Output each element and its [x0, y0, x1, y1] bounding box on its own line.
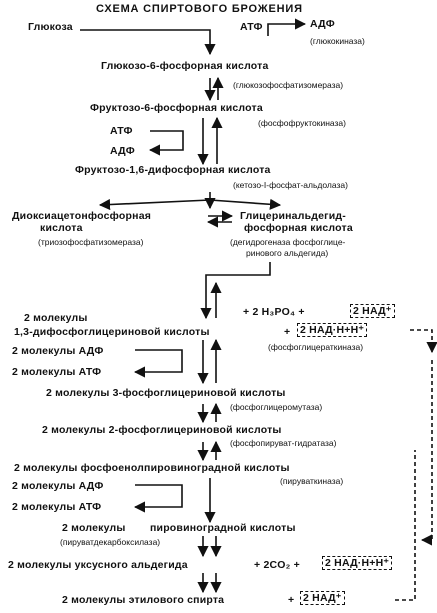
- pyruvate-pre: 2 молекулы: [62, 522, 126, 534]
- co2-plus: + 2CO₂ +: [254, 559, 300, 571]
- ethanol-label: 2 молекулы этилового спирта: [62, 594, 225, 606]
- adp-label-2: АДФ: [110, 145, 135, 157]
- nadh-recycle-dashed: [410, 329, 433, 345]
- glucokinase-enzyme: (глюкокиназа): [310, 36, 365, 46]
- pep-label: 2 молекулы фосфоенолпировиноградной кисл…: [14, 462, 290, 474]
- enolase-enzyme: (фосфопируват-гидратаза): [230, 438, 337, 448]
- phosphate-plus: + 2 H₃PO₄ +: [243, 306, 305, 318]
- pyruvate-label: пировиноградной кислоты: [150, 522, 296, 534]
- g6p-isomerase-enzyme: (глюкозофосфатизомераза): [233, 80, 344, 90]
- adp-label-4: 2 молекулы АДФ: [12, 345, 104, 357]
- 2pg-label: 2 молекулы 2-фосфоглицериновой кислоты: [42, 424, 282, 436]
- dhap-label-2: кислота: [40, 222, 83, 234]
- atp-to-adp-line: [267, 24, 305, 36]
- atp-label-top: АТФ: [240, 21, 263, 33]
- glucose-label: Глюкоза: [28, 21, 73, 33]
- atp-label-7: 2 молекулы АТФ: [12, 501, 102, 513]
- ethanol-plus: +: [288, 594, 295, 606]
- bpg-plus: +: [284, 326, 291, 338]
- nad-box-2: 2 НАД⁺: [300, 591, 345, 605]
- arrow-split-right: [209, 198, 282, 210]
- f6p-label: Фруктозо-6-фосфорная кислота: [90, 102, 263, 114]
- atp-adp-loop-1: [148, 130, 184, 156]
- pyruvate-kinase-enzyme: (пируваткиназа): [280, 476, 344, 486]
- aldolase-enzyme: (кетозо-І-фосфат-альдолаза): [233, 180, 348, 190]
- fdp-label: Фруктозо-1,6-дифосфорная кислота: [75, 164, 271, 176]
- bpg-pre: 2 молекулы: [24, 312, 88, 324]
- bpg-label: 1,3-дифосфоглицериновой кислоты: [14, 326, 210, 338]
- phosphoglyceromutase-enzyme: (фосфоглицеромутаза): [230, 402, 323, 412]
- atp-label-4: 2 молекулы АТФ: [12, 366, 102, 378]
- phosphofructokinase-enzyme: (фосфофруктокиназа): [258, 118, 346, 128]
- gap-dehydrogenase-enzyme-1: (дегидрогеназа фосфоглице-: [230, 237, 346, 247]
- arrow-split-left: [98, 198, 211, 211]
- g6p-label: Глюкозо-6-фосфорная кислота: [101, 60, 269, 72]
- adp-atp-loop-2: [133, 484, 183, 513]
- nadh-box-2: 2 НАД·Н+Н⁺: [322, 556, 393, 570]
- 3pg-label: 2 молекулы 3-фосфоглицериновой кислоты: [46, 387, 286, 399]
- glucose-flow-line: [80, 29, 216, 56]
- gap-label-2: фосфорная кислота: [244, 222, 353, 234]
- triosephosphate-isomerase-enzyme: (триозофосфатизомераза): [38, 237, 144, 247]
- phosphoglycerate-kinase-enzyme: (фосфоглицераткиназа): [268, 342, 364, 352]
- dhap-label-1: Диоксиацетонфосфорная: [12, 210, 152, 222]
- acetaldehyde-label: 2 молекулы уксусного альдегида: [8, 559, 188, 571]
- adp-atp-loop-1: [133, 349, 183, 378]
- gap-dehydrogenase-enzyme-2: ринового альдегида): [246, 248, 329, 258]
- diagram-title: СХЕМА СПИРТОВОГО БРОЖЕНИЯ: [96, 3, 303, 15]
- pyruvate-decarboxylase-enzyme: (пируватдекарбоксилаза): [60, 537, 161, 547]
- nad-recycle-dashed: [395, 450, 416, 601]
- nad-box-1: 2 НАД⁺: [350, 304, 395, 318]
- gap-label-1: Глицеринальдегид-: [240, 210, 346, 222]
- nadh-box-1: 2 НАД·Н+Н⁺: [297, 323, 368, 337]
- nadh-recycle-dashed-long: [420, 360, 433, 546]
- adp-label-7: 2 молекулы АДФ: [12, 480, 104, 492]
- arrow-gap-bpg: [200, 262, 271, 320]
- adp-label-top: АДФ: [310, 18, 335, 30]
- atp-label-2: АТФ: [110, 125, 133, 137]
